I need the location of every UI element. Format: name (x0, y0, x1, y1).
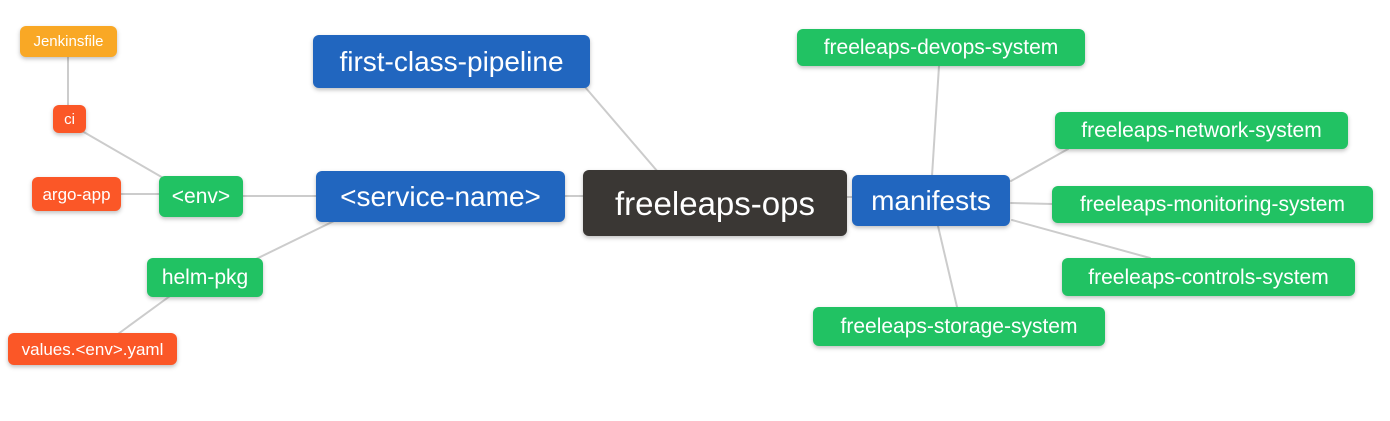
mindmap-node-freeleaps-ops[interactable]: freeleaps-ops (583, 170, 847, 236)
edge-manifests-to-freeleaps-monitoring-system (1010, 202, 1054, 205)
edge-first-class-pipeline-to-freeleaps-ops (584, 86, 659, 173)
edge-manifests-to-freeleaps-network-system (1010, 148, 1069, 182)
edge-freeleaps-devops-system-to-manifests (931, 65, 940, 177)
mindmap-node-service-name[interactable]: <service-name> (316, 171, 565, 222)
edge-manifests-to-freeleaps-storage-system (937, 225, 958, 308)
mindmap-node-ci[interactable]: ci (53, 105, 86, 133)
mindmap-node-manifests[interactable]: manifests (852, 175, 1010, 226)
mindmap-node-jenkinsfile[interactable]: Jenkinsfile (20, 26, 117, 57)
edge-service-name-to-helm-pkg (251, 220, 335, 262)
edge-ci-to-env (81, 130, 166, 180)
mindmap-node-first-class-pipeline[interactable]: first-class-pipeline (313, 35, 590, 88)
mindmap-node-freeleaps-network-system[interactable]: freeleaps-network-system (1055, 112, 1348, 149)
mindmap-node-freeleaps-controls-system[interactable]: freeleaps-controls-system (1062, 258, 1355, 296)
edge-manifests-to-freeleaps-controls-system (1011, 219, 1151, 259)
mindmap-node-argo-app[interactable]: argo-app (32, 177, 121, 211)
mindmap-node-env[interactable]: <env> (159, 176, 243, 217)
edge-helm-pkg-to-values-env-yaml (117, 295, 171, 335)
mindmap-node-helm-pkg[interactable]: helm-pkg (147, 258, 263, 297)
mindmap-node-freeleaps-monitoring-system[interactable]: freeleaps-monitoring-system (1052, 186, 1373, 223)
mindmap-node-freeleaps-storage-system[interactable]: freeleaps-storage-system (813, 307, 1105, 346)
mindmap-node-values-env-yaml[interactable]: values.<env>.yaml (8, 333, 177, 365)
mindmap-node-freeleaps-devops-system[interactable]: freeleaps-devops-system (797, 29, 1085, 66)
